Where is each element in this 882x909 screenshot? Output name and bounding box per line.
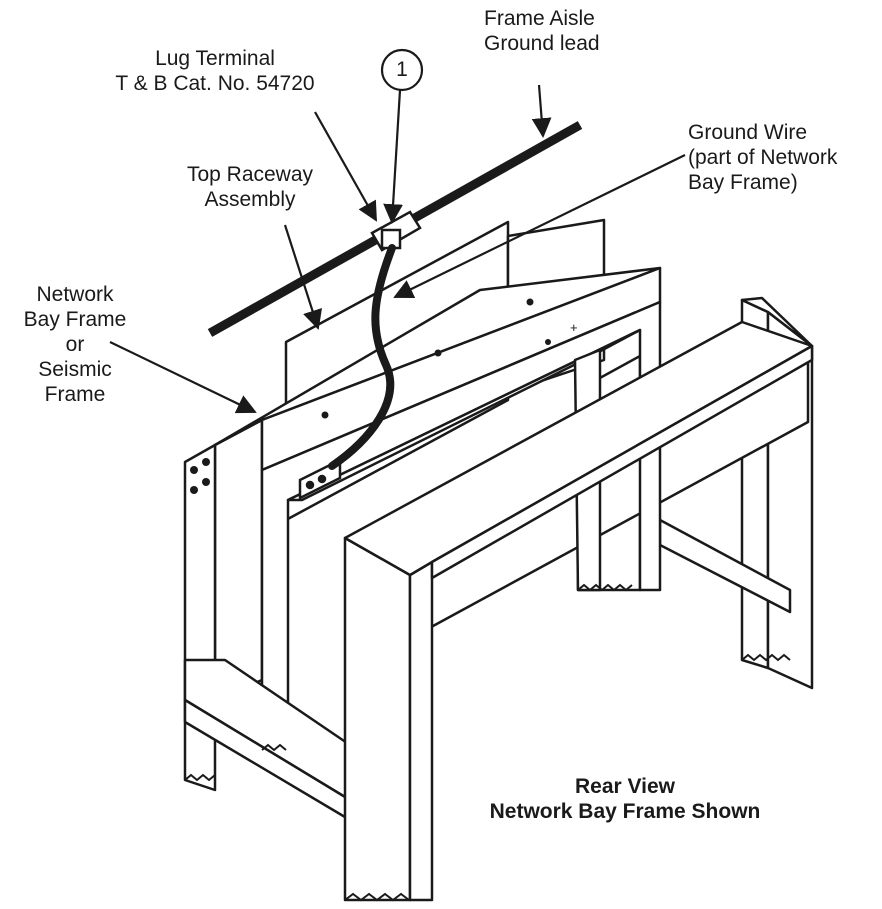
ground-wire-cable	[328, 244, 396, 470]
label-line: Bay Frame)	[688, 171, 798, 194]
callout-number-1: 1	[396, 58, 408, 81]
label-line: Lug Terminal	[155, 47, 275, 70]
label-line: Ground lead	[484, 32, 600, 55]
label-line: T & B Cat. No. 54720	[115, 72, 315, 95]
callout-circle	[380, 48, 424, 92]
label-line: (part of Network	[688, 146, 838, 169]
label-network-bay-frame: Network Bay Frame or Seismic Frame	[10, 282, 140, 407]
ground-lug-plate	[298, 457, 342, 501]
network-bay-frame	[183, 266, 662, 822]
label-line: Rear View	[574, 775, 675, 798]
label-line: Ground Wire	[688, 121, 808, 144]
label-line: Seismic	[38, 358, 112, 381]
label-line: Assembly	[204, 188, 296, 211]
label-line: Frame	[44, 383, 106, 406]
label-line: Network Bay Frame Shown	[489, 800, 761, 823]
label-line: Top Raceway	[186, 163, 314, 186]
label-ground-wire: Ground Wire (part of Network Bay Frame)	[688, 120, 837, 195]
label-top-raceway-assembly: Top Raceway Assembly	[160, 162, 340, 212]
label-line: Frame Aisle	[484, 7, 595, 30]
lug-terminal	[370, 210, 422, 252]
label-lug-terminal: Lug Terminal T & B Cat. No. 54720	[80, 46, 350, 96]
label-line: Network	[36, 283, 114, 306]
label-line: Bay Frame	[23, 308, 127, 331]
svg-text:+: +	[570, 320, 578, 335]
label-line: or	[65, 333, 85, 356]
front-frame	[343, 320, 814, 902]
label-frame-aisle-ground-lead: Frame Aisle Ground lead	[484, 6, 600, 56]
label-rear-view: Rear View Network Bay Frame Shown	[440, 774, 810, 824]
